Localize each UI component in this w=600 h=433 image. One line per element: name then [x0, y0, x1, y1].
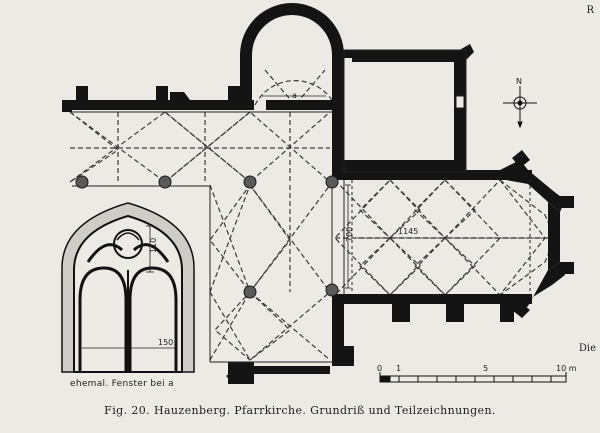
thin-lines: [72, 49, 531, 363]
nave-length-label: 1145: [398, 227, 418, 236]
vault-ribs: [69, 69, 556, 361]
nave-dimensions: [345, 184, 548, 289]
pier: [243, 175, 257, 189]
nave-height-label: 700: [345, 227, 354, 242]
scale-tick-5: 5: [483, 364, 488, 373]
pier: [325, 175, 339, 189]
scale-bar: [379, 372, 567, 383]
scale-tick-1: 1: [396, 364, 401, 373]
pier: [75, 175, 89, 189]
piers: [75, 175, 339, 299]
side-text-fragment: Die: [578, 343, 596, 354]
north-arrow-icon: [503, 86, 537, 129]
marker-a-label: a: [292, 91, 297, 100]
scale-tick-0: 0: [377, 364, 382, 373]
pier: [158, 175, 172, 189]
window-height-label: 110: [149, 238, 158, 253]
window-width-label: 150: [158, 338, 173, 347]
window-caption: ehemal. Fenster bei a: [70, 379, 174, 389]
window-detail-drawing: [61, 202, 195, 373]
pier: [325, 283, 339, 297]
walls: [62, 3, 574, 384]
scale-tick-10: 10 m: [556, 364, 577, 373]
pier: [243, 285, 257, 299]
corner-letter: R: [586, 5, 594, 16]
figure-caption: Fig. 20. Hauzenberg. Pfarrkirche. Grundr…: [104, 404, 496, 417]
north-label: N: [516, 77, 522, 86]
